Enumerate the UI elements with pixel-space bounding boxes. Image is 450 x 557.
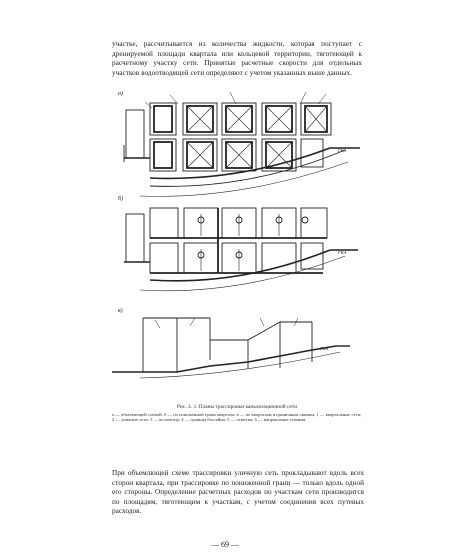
panel-c-schematic (112, 317, 350, 379)
bottom-paragraph: При объемлющей схеме трассировки уличную… (112, 469, 364, 516)
panel-b-label: б) (118, 195, 123, 202)
panel-b-plan (124, 207, 358, 292)
figure-caption-title: Рис. 3. 3. Планы трассировки канализацио… (176, 404, 298, 410)
panel-a-plan (123, 91, 360, 197)
figure-caption-body: а — объемлющей схемой; б — по пониженной… (112, 411, 362, 423)
collector-label-c: ГКА (319, 346, 329, 351)
collector-label-b: ГКА (337, 250, 347, 255)
panel-a-label: а) (118, 90, 123, 97)
figure-caption: Рис. 3. 3. Планы трассировки канализацио… (112, 404, 362, 423)
page-number: — 69 — (211, 540, 239, 549)
collector-label-a: ГКА (337, 148, 347, 153)
panel-c-label: в) (118, 307, 123, 314)
top-paragraph: участке, рассчитывается из количества жи… (112, 40, 362, 77)
